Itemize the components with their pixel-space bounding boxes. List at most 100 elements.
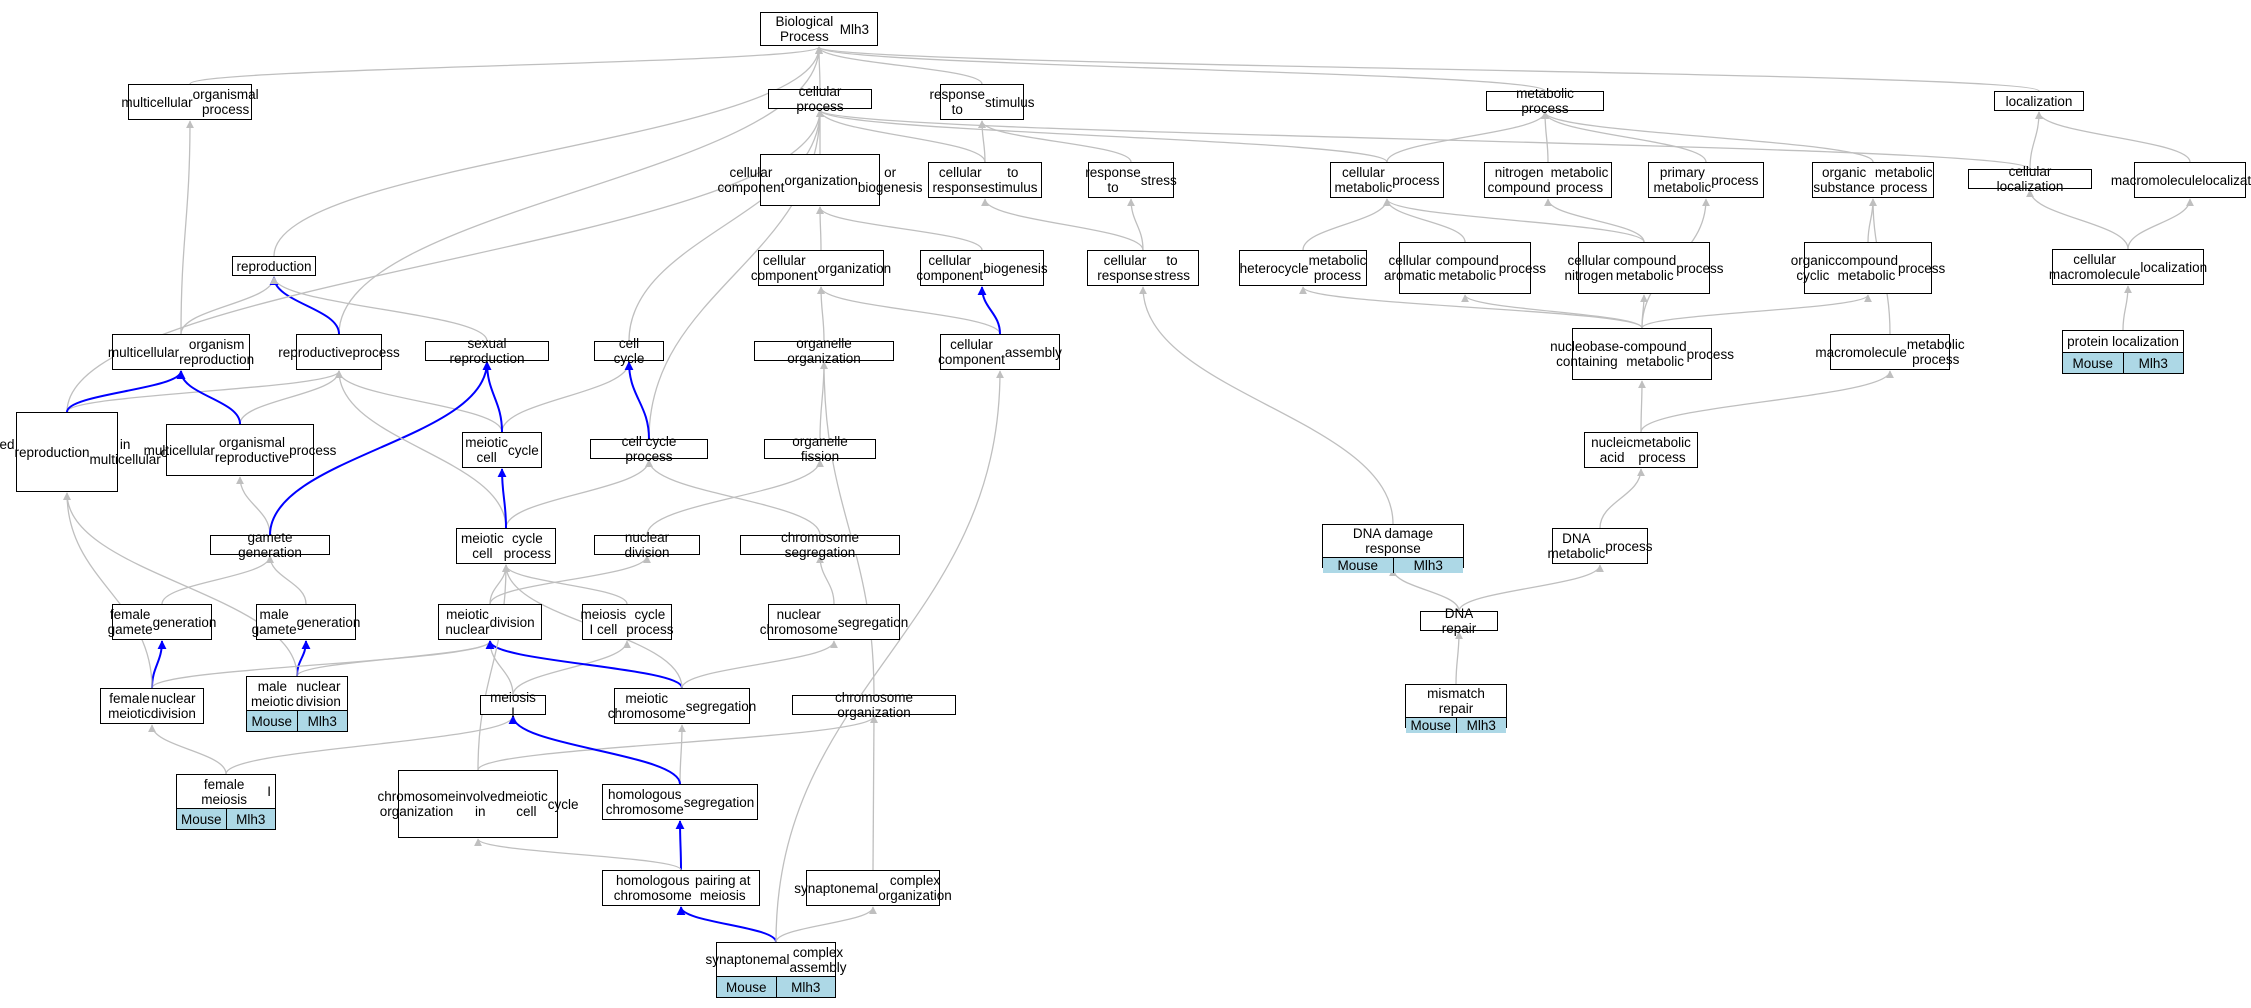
go-term-repro[interactable]: reproduction	[232, 256, 316, 276]
part-of-edge-hcpm-hcs	[675, 820, 685, 871]
is-a-edge-cmloc-mloc	[2127, 198, 2194, 250]
is-a-edge-crts-rts	[978, 120, 987, 163]
go-term-m1[interactable]: meiosis I	[480, 690, 546, 720]
go-term-cs[interactable]: chromosome segregation	[740, 530, 900, 560]
is-a-edge-mloc-loc	[2035, 111, 2191, 163]
go-term-cpir[interactable]: cellular processinvolved inreproductioni…	[0, 412, 216, 492]
go-term-metp[interactable]: metabolic process	[1486, 86, 1604, 116]
go-term-label-line: multicellular	[143, 442, 215, 458]
go-term-label-line: meiosis I cell	[580, 607, 627, 637]
gene-tag: Mlh3	[1455, 718, 1506, 733]
go-term-cc[interactable]: cell cycle	[594, 336, 664, 366]
go-term-loc[interactable]: localization	[1994, 91, 2084, 111]
go-term-label: sexual reproduction	[430, 335, 544, 367]
is-a-edge-cco-ccob	[816, 206, 825, 251]
go-term-label-line: organic cyclic	[1790, 253, 1835, 283]
is-a-edge-mcc-rp	[335, 370, 503, 433]
go-term-of[interactable]: organelle fission	[764, 434, 876, 464]
go-term-label-line: division	[489, 614, 535, 630]
is-a-edge-coimcc-co	[477, 715, 878, 771]
is-a-edge-cmp-cp	[816, 109, 1388, 163]
go-term-cloc[interactable]: cellular localization	[1968, 164, 2092, 194]
go-term-label-line: primary metabolic	[1653, 165, 1712, 195]
part-of-edge-ccp-cc	[624, 361, 650, 440]
is-a-edge-mnd-mccp	[489, 564, 510, 605]
go-term-co[interactable]: chromosome organization	[792, 690, 956, 720]
is-a-edge-cncmp-cmp	[1383, 198, 1645, 243]
go-term-oo[interactable]: organelle organization	[754, 336, 894, 366]
go-term-label-line: I	[267, 784, 271, 799]
part-of-edge-mcc-sr	[482, 361, 503, 433]
go-term-label: protein localization	[2063, 331, 2183, 352]
go-term-label-line: process	[352, 344, 400, 360]
go-term-gg[interactable]: gamete generation	[210, 530, 330, 560]
part-of-edge-gg-sr	[269, 361, 492, 536]
is-a-edge-co-oo	[820, 361, 875, 696]
gene-tag: Mlh3	[1392, 558, 1463, 573]
go-term-ccp[interactable]: cell cycle process	[590, 434, 708, 464]
go-term-label-line: cellular metabolic	[1334, 165, 1393, 195]
go-term-cp[interactable]: cellular process	[768, 84, 872, 114]
go-term-sr[interactable]: sexual reproduction	[425, 336, 549, 366]
go-term-nd[interactable]: nuclear division	[594, 530, 700, 560]
go-term-label-line: compound metabolic	[1613, 253, 1677, 283]
go-term-dr[interactable]: DNA repair	[1420, 606, 1498, 636]
